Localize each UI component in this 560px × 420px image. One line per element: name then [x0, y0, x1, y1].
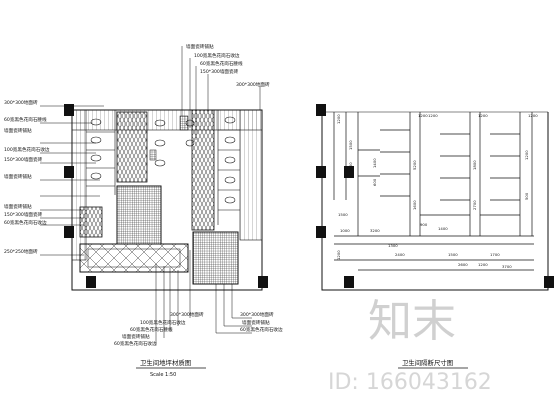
right-plan-outline — [321, 112, 549, 291]
column-blocks — [64, 104, 268, 288]
svg-text:2600: 2600 — [458, 262, 468, 267]
svg-text:1300: 1300 — [388, 243, 398, 248]
annotation-label: 250*250地面砖 — [4, 248, 38, 255]
annotation-label: 墙面瓷砖铺贴 — [186, 43, 214, 50]
leader-lines — [40, 46, 261, 345]
column-blocks — [316, 104, 554, 288]
svg-text:1200: 1200 — [336, 114, 341, 124]
svg-text:1200: 1200 — [524, 150, 529, 160]
annotation-label: 60宽黑色花岗石腰线 — [200, 60, 243, 67]
annotation-label: 300*300地面砖 — [236, 81, 270, 88]
left-plan-title: 卫生间地坪材质图 — [140, 358, 191, 367]
cubicle-ticks — [358, 129, 520, 201]
svg-text:1400: 1400 — [372, 158, 377, 168]
toilet-icons — [90, 116, 236, 204]
left-plan-wall-strip — [71, 109, 87, 261]
svg-text:1700: 1700 — [490, 252, 500, 257]
dark-tile-square — [116, 185, 162, 245]
svg-text:1400: 1400 — [438, 226, 448, 231]
herringbone-tile-strip — [191, 109, 215, 231]
left-plan-scale: Scale 1:50 — [150, 372, 176, 378]
granite-block — [179, 115, 189, 131]
annotation-label: 150*300墙面瓷砖 — [200, 68, 239, 75]
svg-text:1000: 1000 — [340, 228, 350, 233]
annotation-label: 100宽黑色花岗石收边 — [194, 52, 240, 59]
left-floor-plan: 墙面瓷砖铺贴 100宽黑色花岗石收边 60宽黑色花岗石腰线 150*300墙面瓷… — [4, 43, 283, 378]
dark-tile-square — [192, 231, 239, 285]
herringbone-tile-strip — [116, 111, 148, 183]
annotation-label: 墙面瓷砖铺贴 — [4, 173, 32, 180]
svg-text:2400: 2400 — [395, 252, 405, 257]
left-plan-wall-strip — [239, 109, 263, 241]
annotation-label: 300*300地面砖 — [4, 99, 38, 106]
svg-text:1200: 1200 — [478, 262, 488, 267]
annotation-label: 60宽黑色花岗石收边 — [240, 326, 283, 333]
svg-text:3700: 3700 — [502, 264, 512, 269]
svg-text:900: 900 — [420, 222, 428, 227]
annotation-label: 墙面瓷砖铺贴 — [122, 333, 150, 340]
svg-text:1800: 1800 — [472, 160, 477, 170]
annotation-label: 300*300地面砖 — [240, 311, 274, 318]
svg-text:1500: 1500 — [338, 212, 348, 217]
annotation-label: 150*300墙面瓷砖 — [4, 211, 43, 218]
annotation-label: 150*300墙面瓷砖 — [4, 156, 43, 163]
herringbone-tile-block — [79, 206, 103, 238]
annotation-label: 墙面瓷砖铺贴 — [4, 127, 32, 134]
dimension-labels: 1200 1200 1200 1200 3200 1500 900 2400 1… — [336, 113, 538, 269]
svg-text:5200: 5200 — [412, 160, 417, 170]
annotation-label: 60宽黑色花岗石腰线 — [4, 116, 47, 123]
right-partition-plan: 1200 1200 1200 1200 3200 1500 900 2400 1… — [316, 104, 554, 369]
annotation-label: 300*300地面砖 — [170, 311, 204, 318]
svg-text:1200: 1200 — [528, 113, 538, 118]
left-cubicles — [86, 110, 240, 225]
watermark: 知末 ID: 166043162 — [328, 296, 492, 395]
annotation-label: 60宽黑色花岗石收边 — [4, 219, 47, 226]
svg-text:1500: 1500 — [448, 252, 458, 257]
svg-text:1200: 1200 — [428, 113, 438, 118]
annotation-label: 墙面瓷砖铺贴 — [242, 319, 270, 326]
svg-text:1500: 1500 — [348, 140, 353, 150]
right-plan-title: 卫生间隔断尺寸图 — [402, 358, 453, 367]
annotation-label: 60宽黑色花岗石收边 — [114, 340, 157, 347]
svg-text:1600: 1600 — [412, 200, 417, 210]
annotation-label: 100宽黑色花岗石收边 — [140, 319, 186, 326]
svg-text:3200: 3200 — [370, 228, 380, 233]
diagonal-tile-area-inner — [87, 248, 181, 268]
svg-text:1200: 1200 — [336, 250, 341, 260]
annotation-label: 墙面瓷砖铺贴 — [4, 203, 32, 210]
svg-text:600: 600 — [372, 178, 377, 186]
partition-lines — [333, 112, 534, 271]
svg-text:500: 500 — [524, 192, 529, 200]
watermark-brand: 知末 — [368, 296, 456, 347]
diagonal-tile-area — [79, 243, 189, 273]
svg-text:1200: 1200 — [418, 113, 428, 118]
annotation-label: 100宽黑色花岗石收边 — [4, 146, 50, 153]
granite-block — [149, 149, 157, 161]
svg-text:1200: 1200 — [478, 113, 488, 118]
watermark-id: ID: 166043162 — [328, 370, 492, 395]
annotation-label: 60宽黑色花岗石腰线 — [130, 326, 173, 333]
svg-text:1500: 1500 — [348, 162, 353, 172]
svg-text:2700: 2700 — [472, 200, 477, 210]
